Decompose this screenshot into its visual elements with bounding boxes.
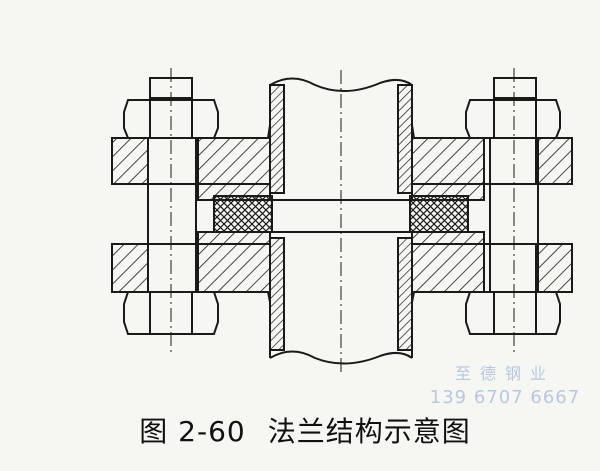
figure-title: 法兰结构示意图	[267, 415, 471, 448]
upper-pipe	[269, 77, 413, 200]
figure-number: 图 2-60	[139, 415, 246, 448]
gasket-right	[409, 195, 469, 233]
watermark-phone: 139 6707 6667	[429, 387, 581, 408]
centerlines	[170, 68, 515, 372]
left-bolt	[123, 77, 219, 335]
right-bolt	[465, 77, 561, 335]
lower-flange	[111, 231, 573, 303]
upper-flange	[111, 124, 573, 201]
gasket-left	[213, 195, 273, 233]
watermark-company: 至德钢业	[454, 364, 555, 383]
watermark: 至德钢业 139 6707 6667	[420, 362, 590, 410]
figure-caption: 图 2-60 法兰结构示意图	[0, 410, 600, 450]
